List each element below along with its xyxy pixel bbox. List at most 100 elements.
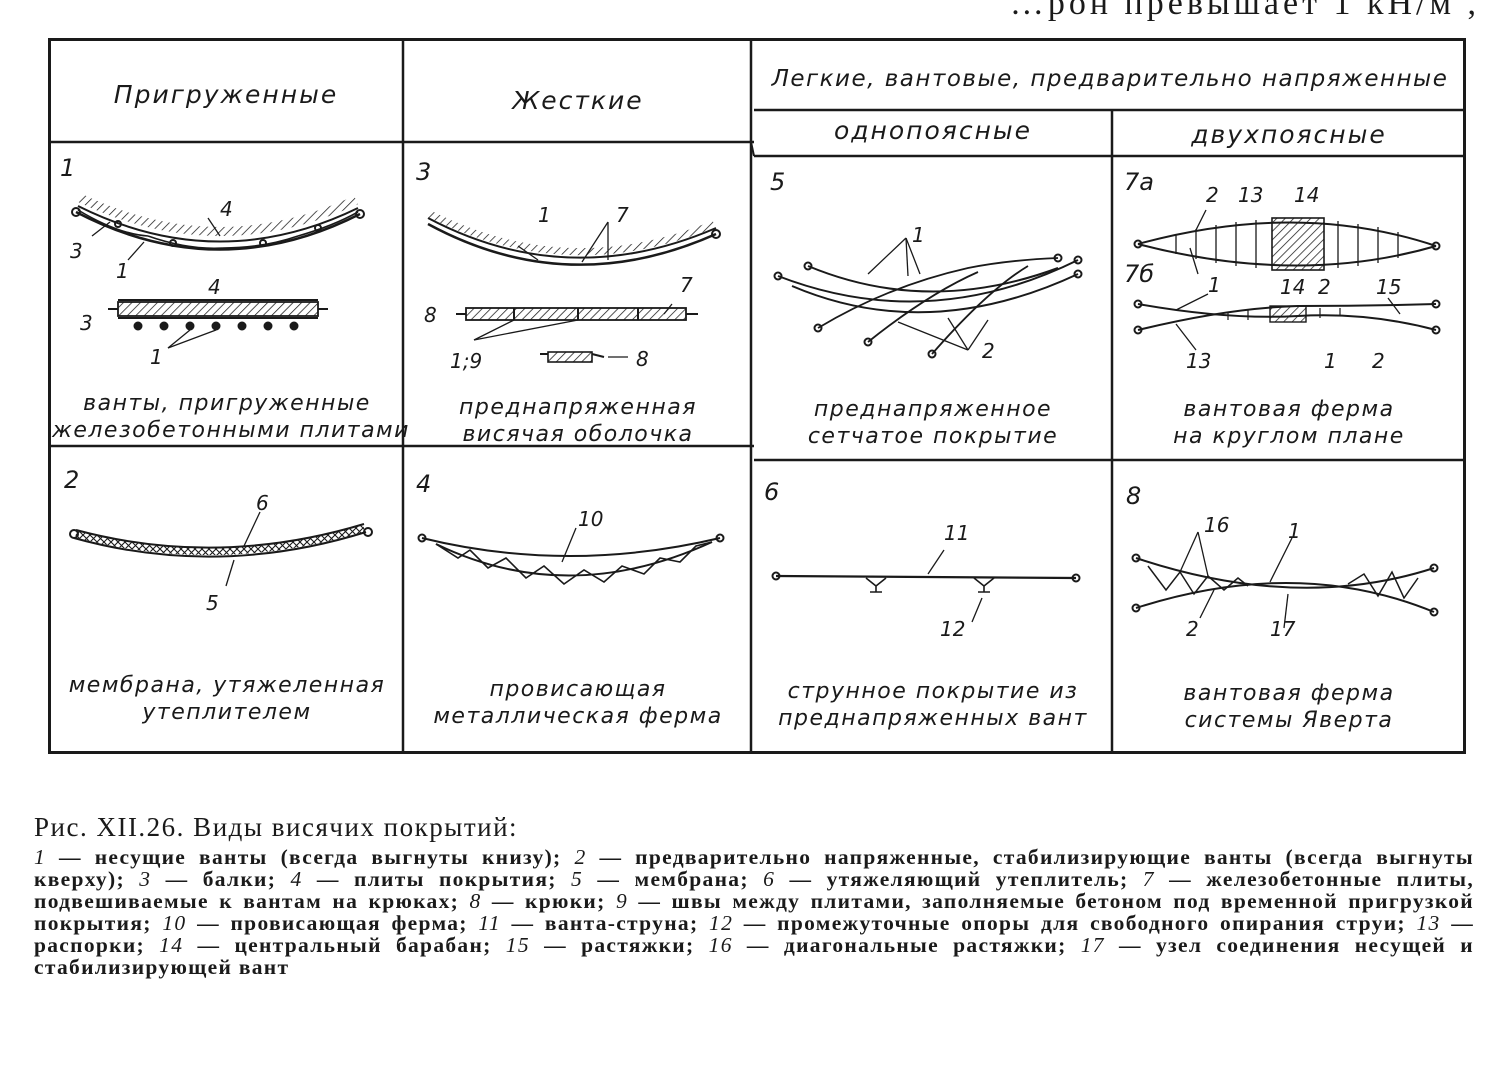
callout: 10	[578, 507, 603, 531]
callout: 5	[206, 591, 219, 615]
callout: 1;9	[450, 349, 482, 373]
legend-item: 11 — ванта-струна;	[478, 911, 709, 935]
callout: 1	[1208, 273, 1221, 297]
legend-item-number: 2	[574, 845, 587, 869]
legend-item-text: — несущие ванты (всегда выгнуты книзу);	[46, 845, 575, 869]
cell-number-4: 4	[416, 470, 432, 498]
callout: 2	[982, 339, 995, 363]
legend-item-text: — плиты покрытия;	[302, 867, 572, 891]
legend-item-number: 7	[1142, 867, 1155, 891]
callout: 1	[538, 203, 551, 227]
callout-labels-2: 6 5	[206, 491, 269, 615]
legend-item-text: — растяжки;	[529, 933, 709, 957]
header-rigid: Жесткие	[512, 86, 644, 115]
callout: 3	[70, 239, 83, 263]
callout: 6	[256, 491, 269, 515]
drawings-layer: 4 3 1 4 3 1 1 7 8 7 1;9 8 1 2 2 13 14 1 …	[69, 183, 1441, 641]
legend-item-number: 3	[139, 867, 152, 891]
top-text-fragment: …рон превышает 1 кН/м ,	[1010, 0, 1480, 22]
callout: 2	[1186, 617, 1199, 641]
legend-item-number: 8	[469, 889, 482, 913]
legend-item-text: — узел соединения несущей и стабилизирую…	[34, 933, 1474, 979]
cell-number-2: 2	[64, 466, 80, 494]
callout-labels-4: 10	[578, 507, 603, 531]
legend-item: 13 — распорки;	[34, 911, 1474, 957]
legend-item: 8 — крюки;	[469, 889, 615, 913]
legend-item-number: 6	[763, 867, 776, 891]
legend-item-text: — ванта-струна;	[500, 911, 710, 935]
callout: 17	[1270, 617, 1296, 641]
callout: 1	[912, 223, 925, 247]
legend-item-number: 12	[709, 911, 734, 935]
legend-item-text: — промежуточные опоры для свободного опи…	[733, 911, 1417, 935]
legend-item-text: — железобетонные плиты, подвешиваемые к …	[34, 867, 1474, 913]
legend-item: 3 — балки;	[139, 867, 290, 891]
callout-labels-7: 2 13 14 1 14 2 15 13 1 2	[1186, 183, 1401, 373]
legend-item-text: — крюки;	[481, 889, 616, 913]
legend-item-text: — балки;	[151, 867, 291, 891]
legend-item-text: — швы между плитами, заполняемые бетоном…	[34, 889, 1474, 935]
callout-labels-6: 11 12	[940, 521, 969, 641]
callout: 15	[1376, 275, 1401, 299]
callout: 7	[616, 203, 629, 227]
drawing-7-cable-truss	[1133, 209, 1441, 351]
header-double-chord: двухпоясные	[1191, 120, 1387, 149]
figure-legend: 1 — несущие ванты (всегда выгнуты книзу)…	[34, 846, 1474, 978]
cell-number-3: 3	[416, 158, 432, 186]
cell-number-6: 6	[764, 478, 780, 506]
legend-item-text: — распорки;	[34, 911, 1474, 957]
legend-item: 15 — растяжки;	[506, 933, 709, 957]
legend-item: 16 — диагональные растяжки;	[709, 933, 1081, 957]
legend-item: 5 — мембрана;	[571, 867, 763, 891]
legend-item-number: 4	[290, 867, 303, 891]
callout: 16	[1204, 513, 1229, 537]
roof-types-table: Пригруженные Жесткие Легкие, вантовые, п…	[48, 38, 1466, 754]
cell-number-8: 8	[1126, 482, 1142, 510]
legend-item-number: 10	[162, 911, 187, 935]
cell-number-7b: 7б	[1124, 260, 1155, 288]
callout-labels-8: 16 1 2 17	[1186, 513, 1301, 641]
callout: 14	[1294, 183, 1319, 207]
callout: 13	[1186, 349, 1211, 373]
callout: 1	[150, 345, 163, 369]
legend-item-text: — мембрана;	[583, 867, 764, 891]
legend-item-text: — центральный барабан;	[183, 933, 506, 957]
callout: 8	[424, 303, 437, 327]
legend-item-number: 11	[478, 911, 501, 935]
legend-item: 14 — центральный барабан;	[159, 933, 506, 957]
legend-item-text: — провисающая ферма;	[186, 911, 479, 935]
legend-item: 2 — предварительно напряженные, стабилиз…	[34, 845, 1474, 891]
top-fragment-text: …рон превышает 1 кН/м ,	[1010, 0, 1480, 22]
legend-item-number: 14	[159, 933, 184, 957]
table-grid	[48, 38, 1466, 754]
callout-labels-1: 4 3 1 4 3 1	[70, 197, 233, 369]
callout: 7	[680, 273, 693, 297]
callout: 1	[116, 259, 129, 283]
callout: 3	[80, 311, 93, 335]
drawing-1-loaded-cables	[71, 193, 365, 349]
callout: 1	[1324, 349, 1337, 373]
drawing-4-sagging-truss	[417, 527, 725, 586]
legend-item-number: 15	[505, 933, 530, 957]
legend-item-text: — предварительно напряженные, стабилизир…	[34, 845, 1474, 891]
drawing-3-prestressed-shell	[427, 210, 721, 363]
callout: 11	[944, 521, 969, 545]
callout-labels-3: 1 7 8 7 1;9 8	[424, 203, 693, 373]
header-loaded: Пригруженные	[113, 80, 339, 109]
header-light-cable: Легкие, вантовые, предварительно напряже…	[771, 66, 1449, 92]
callout: 2	[1206, 183, 1219, 207]
legend-item: 4 — плиты покрытия;	[291, 867, 572, 891]
legend-item: 12 — промежуточные опоры для свободного …	[709, 911, 1416, 935]
legend-item-number: 1	[34, 845, 47, 869]
drawing-6-string-roof	[771, 549, 1081, 623]
legend-item-number: 13	[1416, 911, 1441, 935]
callout: 4	[208, 275, 221, 299]
header-single-chord: однопоясные	[833, 116, 1033, 145]
callout: 2	[1318, 275, 1331, 299]
